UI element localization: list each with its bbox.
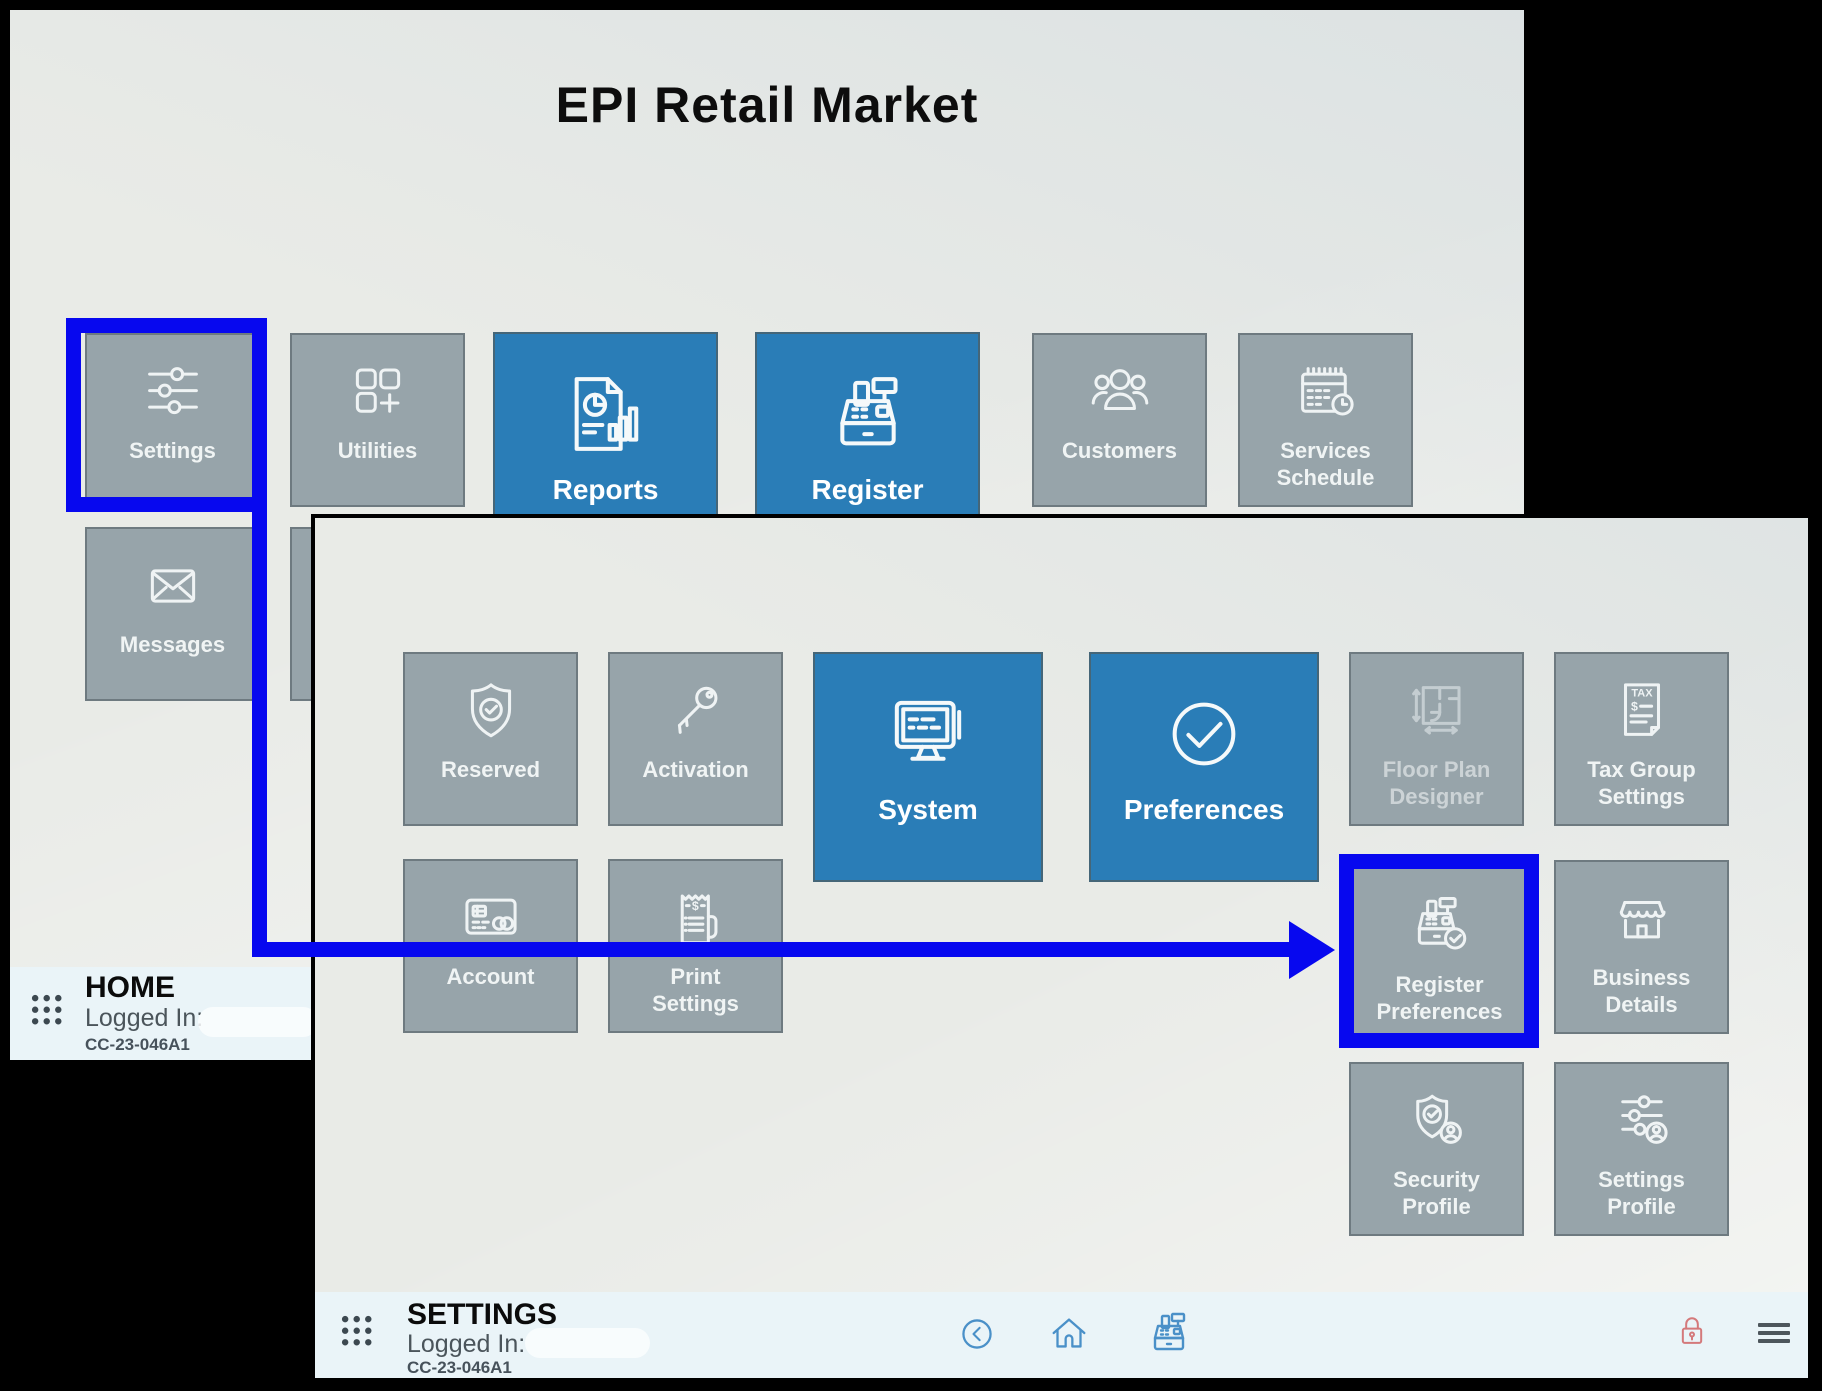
tile-label: Business Details	[1592, 965, 1691, 1017]
envelope-icon	[140, 551, 206, 621]
tile-label: Security Profile	[1393, 1167, 1480, 1219]
grid-dots-icon[interactable]	[30, 993, 66, 1034]
tile-label: Services Schedule	[1276, 438, 1375, 490]
home-icon[interactable]	[1046, 1311, 1092, 1362]
tile-floor-plan-designer[interactable]: Floor Plan Designer	[1349, 652, 1524, 826]
tile-reserved[interactable]: Reserved	[403, 652, 578, 826]
shield-check-icon	[458, 676, 524, 746]
report-chart-icon	[562, 368, 650, 460]
tile-label: Preferences	[1123, 794, 1285, 825]
floor-plan-icon	[1404, 676, 1470, 746]
tax-document-icon: TAX$	[1609, 676, 1675, 746]
tile-system[interactable]: System	[813, 652, 1043, 882]
svg-text:$: $	[1631, 699, 1638, 713]
tile-preferences[interactable]: Preferences	[1089, 652, 1319, 882]
tile-label: Utilities	[337, 438, 418, 463]
tile-customers[interactable]: Customers	[1032, 333, 1207, 507]
page-title: EPI Retail Market	[555, 77, 979, 133]
redacted-username	[525, 1328, 650, 1358]
svg-text:$: $	[691, 899, 698, 913]
key-icon	[663, 676, 729, 746]
hamburger-menu-icon[interactable]	[1755, 1318, 1793, 1355]
redacted-username	[198, 1007, 318, 1037]
tile-label: Register	[811, 474, 924, 505]
tile-messages[interactable]: Messages	[85, 527, 260, 701]
tile-activation[interactable]: Activation	[608, 652, 783, 826]
back-circle-icon[interactable]	[956, 1313, 998, 1360]
grid-plus-icon	[345, 357, 411, 427]
customers-icon	[1087, 357, 1153, 427]
tile-label: Settings	[129, 438, 216, 463]
tile-label: Print Settings	[652, 964, 739, 1016]
receipt-icon: $	[663, 883, 729, 953]
tile-label: Messages	[119, 632, 226, 657]
cash-register-icon[interactable]	[1145, 1309, 1193, 1362]
annotation-source-highlight-box	[66, 318, 267, 512]
terminal-id: CC-23-046A1	[407, 1358, 512, 1377]
sliders-icon	[140, 357, 206, 427]
tile-register-preferences[interactable]: Register Preferences	[1352, 867, 1527, 1041]
tile-tax-group-settings[interactable]: TAX$ Tax Group Settings	[1554, 652, 1729, 826]
sliders-person-icon	[1609, 1086, 1675, 1156]
tile-security-profile[interactable]: Security Profile	[1349, 1062, 1524, 1236]
svg-text:TAX: TAX	[1631, 688, 1653, 700]
screen-name: HOME	[85, 971, 175, 1004]
tile-label: Activation	[642, 757, 749, 782]
circle-check-icon	[1160, 688, 1248, 780]
logged-in-label: Logged In:	[407, 1330, 526, 1358]
tile-settings-profile[interactable]: Settings Profile	[1554, 1062, 1729, 1236]
register-check-icon	[1407, 891, 1473, 961]
storefront-icon	[1609, 884, 1675, 954]
grid-dots-icon[interactable]	[340, 1314, 376, 1355]
screen-name: SETTINGS	[407, 1298, 558, 1331]
tile-label: System	[878, 794, 978, 825]
shield-person-icon	[1404, 1086, 1470, 1156]
annotation-arrow-vertical-line	[252, 497, 267, 957]
tile-business-details[interactable]: Business Details	[1554, 860, 1729, 1034]
lock-icon[interactable]	[1672, 1312, 1712, 1357]
tile-label: Reserved	[440, 757, 541, 782]
cash-register-icon	[824, 368, 912, 460]
annotation-arrowhead	[1289, 921, 1335, 979]
tile-label: Tax Group Settings	[1587, 757, 1696, 809]
logged-in-label: Logged In:	[85, 1004, 204, 1032]
tile-label: Customers	[1062, 438, 1177, 463]
credit-card-icon	[458, 883, 524, 953]
tile-label: Settings Profile	[1598, 1167, 1685, 1219]
terminal-id: CC-23-046A1	[85, 1035, 190, 1054]
settings-status-bar: SETTINGS Logged In: CC-23-046A1	[315, 1292, 1808, 1378]
calendar-clock-icon	[1293, 357, 1359, 427]
tile-label: Floor Plan Designer	[1382, 757, 1491, 809]
tile-label: Register Preferences	[1376, 972, 1503, 1024]
annotation-arrow-horizontal-line	[252, 942, 1289, 957]
tile-label: Reports	[552, 474, 659, 505]
tile-utilities[interactable]: Utilities	[290, 333, 465, 507]
monitor-icon	[884, 688, 972, 780]
annotation-target-highlight-box	[1339, 854, 1539, 1048]
tile-label: Account	[446, 964, 535, 989]
tile-services-schedule[interactable]: Services Schedule	[1238, 333, 1413, 507]
